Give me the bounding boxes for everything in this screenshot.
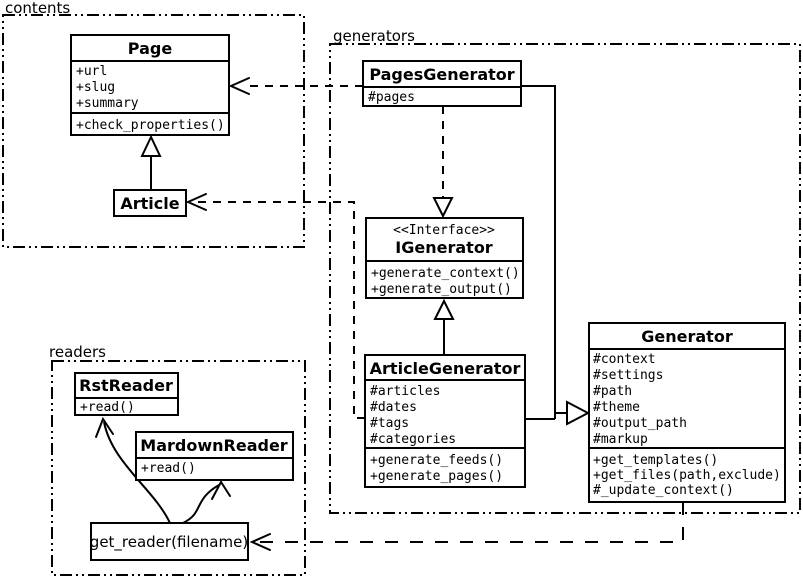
mardownreader-box [135, 431, 294, 481]
articlegenerator-attribute: #dates [370, 400, 417, 415]
igenerator-title: IGenerator [395, 238, 493, 257]
rstreader-box [74, 372, 179, 416]
dependency-generator-getreader-arrow-icon [249, 533, 271, 551]
page-box [70, 34, 230, 136]
page-method: +check_properties() [76, 118, 225, 133]
pagesgenerator-attribute: #pages [368, 90, 415, 105]
link-getreader-rstreader-curve [103, 421, 171, 524]
mardownreader-title: MardownReader [140, 436, 288, 455]
link-getreader-rstreader-arrow-icon [95, 416, 114, 438]
generator-attribute: #context [593, 352, 656, 367]
generator-attribute: #output_path [593, 416, 687, 431]
article-title: Article [120, 194, 179, 213]
rstreader-title: RstReader [79, 376, 173, 395]
igenerator-stereotype: <<Interface>> [393, 223, 495, 238]
rstreader-method: +read() [80, 400, 135, 415]
igenerator-box [365, 217, 524, 299]
dependency-articlegenerator-article-line [193, 201, 365, 419]
article-box [113, 189, 187, 217]
getreader-label: get_reader(filename) [90, 533, 248, 552]
generator-method: +get_templates() [593, 453, 718, 468]
package-generators-label: generators [333, 27, 415, 45]
class-pagesgenerator: PagesGenerator #pages [362, 60, 522, 107]
articlegenerator-attribute: #categories [370, 432, 456, 447]
generator-box [588, 322, 786, 503]
class-mardownreader: MardownReader +read() [135, 431, 294, 481]
package-readers-label: readers [49, 343, 106, 361]
pagesgenerator-title: PagesGenerator [369, 65, 514, 84]
package-readers-frame [51, 360, 306, 576]
generator-method: +get_files(path,exclude) [593, 468, 781, 483]
class-article: Article [113, 189, 187, 217]
class-igenerator: <<Interface>> IGenerator +generate_conte… [365, 217, 524, 299]
articlegenerator-method: +generate_pages() [370, 469, 503, 484]
dependency-generator-getreader-line [258, 502, 684, 543]
igenerator-method: +generate_context() [371, 266, 520, 281]
articlegenerator-method: +generate_feeds() [370, 453, 503, 468]
generator-attribute: #markup [593, 432, 648, 447]
generator-title: Generator [641, 327, 733, 346]
package-contents-frame [2, 14, 305, 248]
generator-attribute: #path [593, 384, 632, 399]
pagesgenerator-box [362, 60, 522, 107]
link-getreader-mardownreader-arrow-icon [211, 480, 231, 500]
generalization-generator-triangle-icon [566, 400, 591, 426]
articlegenerator-attribute: #articles [370, 384, 440, 399]
class-page: Page +url +slug +summary +check_properti… [70, 34, 230, 136]
generalization-article-page-triangle-icon [140, 134, 162, 157]
page-attribute: +url [76, 64, 107, 79]
dependency-articlegenerator-article-arrow-icon [185, 193, 207, 211]
generalization-articlegenerator-igenerator-triangle-icon [433, 298, 455, 320]
mardownreader-method: +read() [141, 461, 196, 476]
page-attribute: +summary [76, 96, 139, 111]
dependency-pagesgenerator-page-arrow-icon [228, 77, 250, 95]
package-contents-label: contents [5, 0, 70, 17]
articlegenerator-attribute: #tags [370, 416, 409, 431]
igenerator-method: +generate_output() [371, 282, 512, 297]
package-generators-frame [329, 43, 801, 514]
class-articlegenerator: ArticleGenerator #articles #dates #tags … [364, 354, 526, 488]
generator-method: #_update_context() [593, 483, 734, 498]
generator-attribute: #settings [593, 368, 663, 383]
page-attribute: +slug [76, 80, 115, 95]
class-rstreader: RstReader +read() [74, 372, 179, 416]
generalization-pagesgenerator-generator-line [521, 85, 556, 419]
link-getreader-mardownreader-curve [182, 484, 220, 524]
articlegenerator-title: ArticleGenerator [370, 359, 521, 378]
realization-pagesgenerator-igenerator-triangle-icon [432, 197, 454, 219]
class-generator: Generator #context #settings #path #them… [588, 322, 786, 503]
articlegenerator-box [364, 354, 526, 488]
function-getreader: get_reader(filename) [90, 522, 249, 561]
getreader-box [90, 522, 249, 561]
page-title: Page [128, 39, 173, 58]
generator-attribute: #theme [593, 400, 640, 415]
